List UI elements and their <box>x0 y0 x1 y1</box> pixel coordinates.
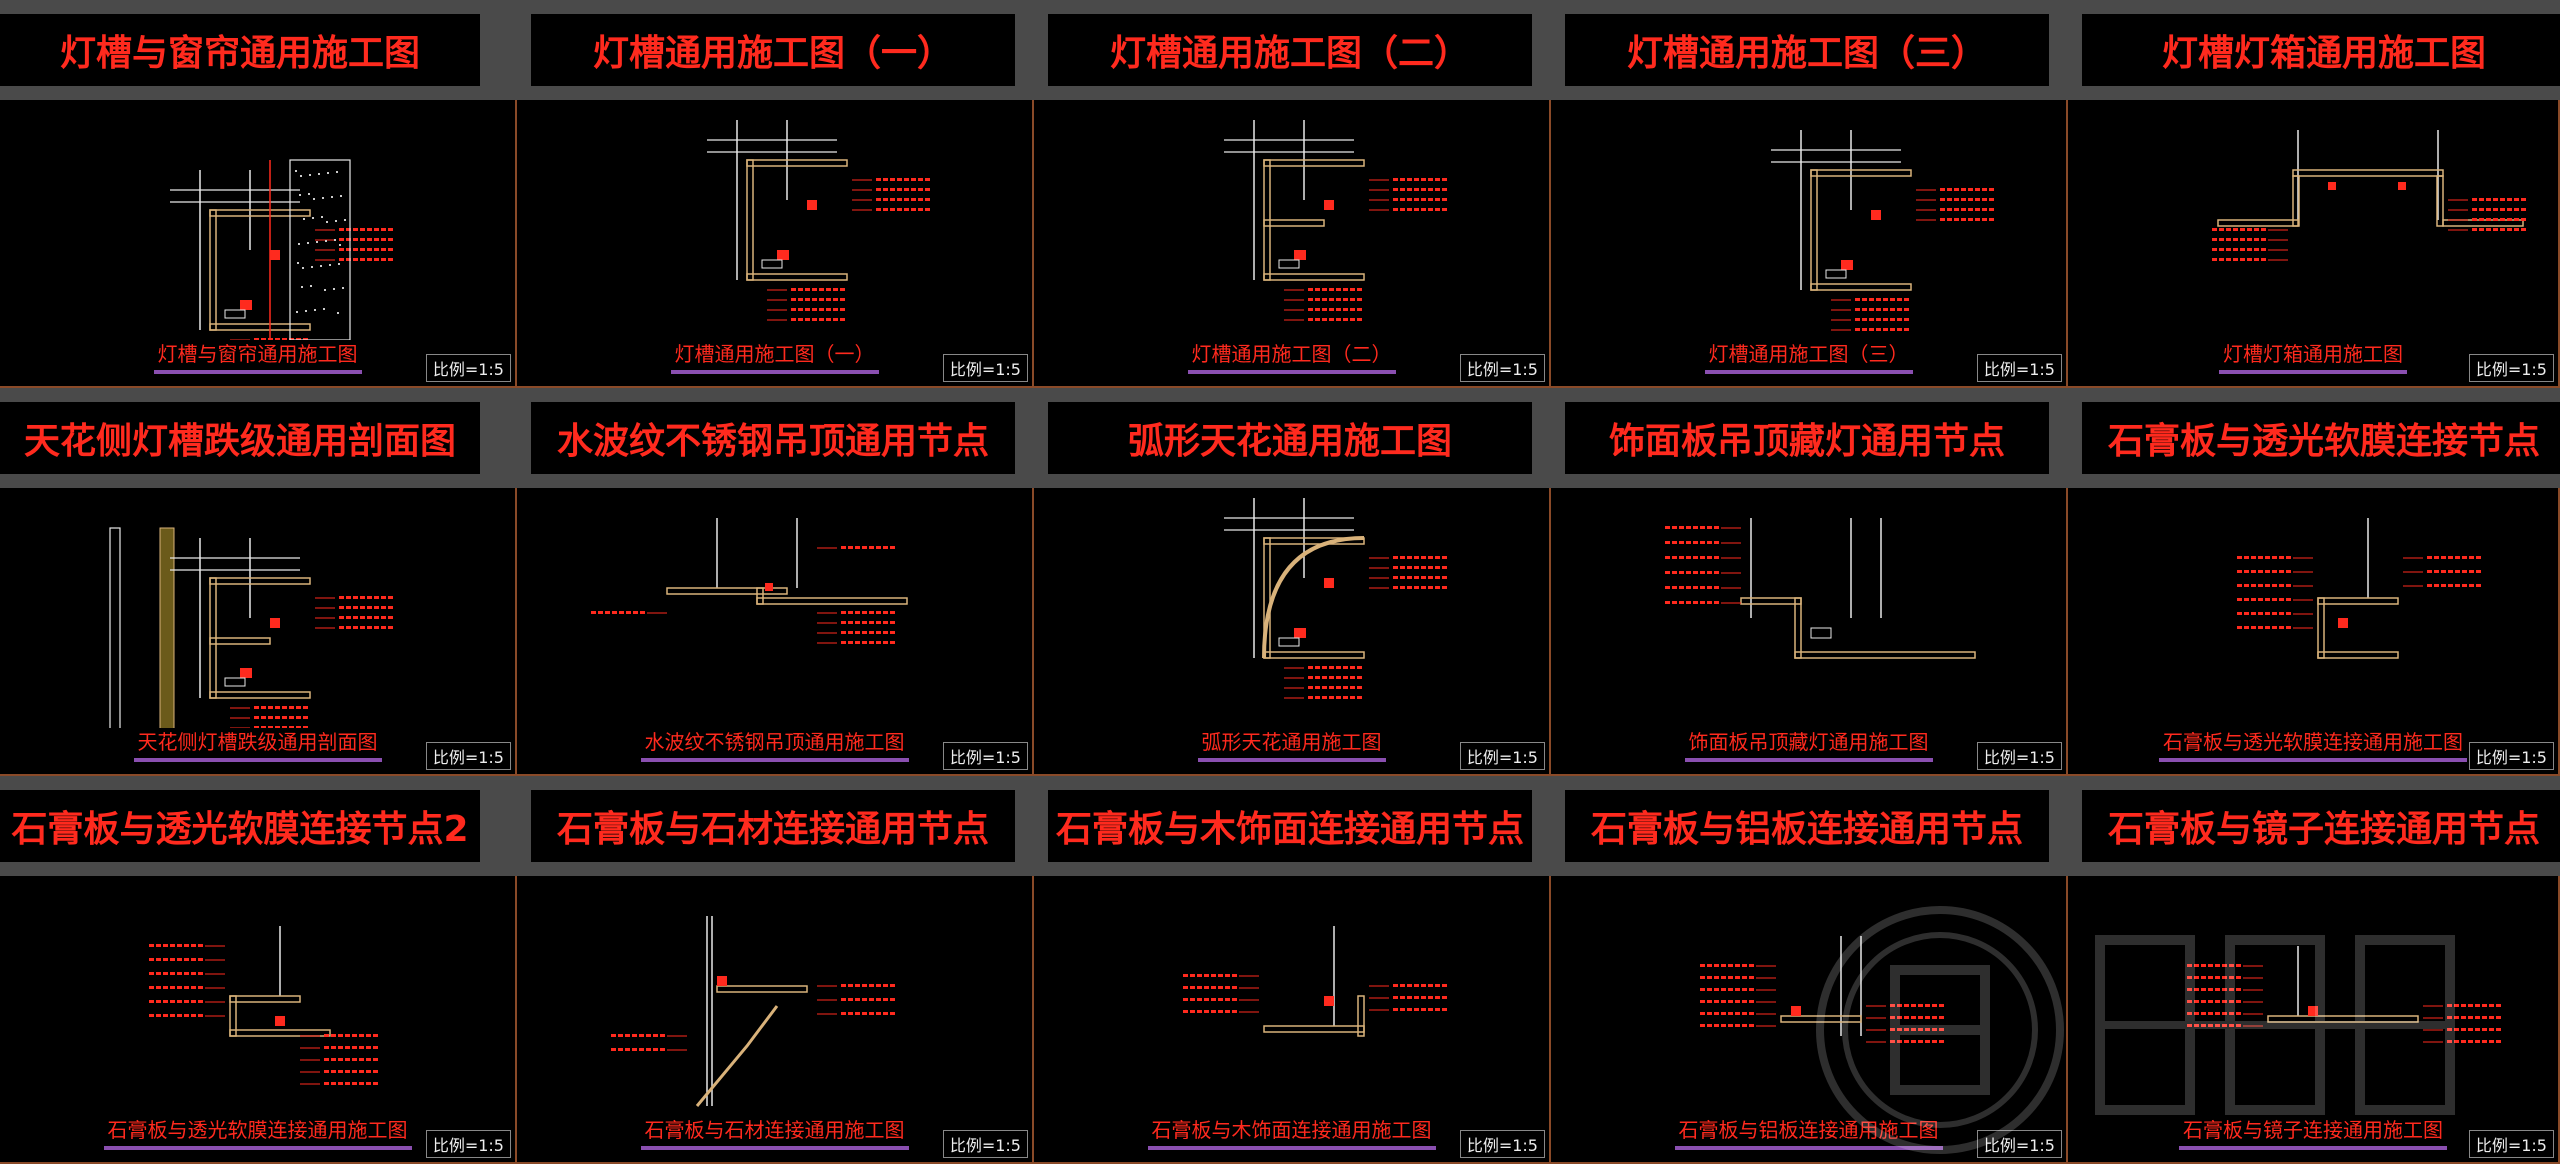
panel-caption-text: 灯槽与窗帘通用施工图 <box>153 338 362 374</box>
panel-caption: 石膏板与透光软膜连接通用施工图 <box>2068 726 2558 762</box>
cad-drawing-lightbox <box>2212 130 2526 261</box>
panel-caption-text: 石膏板与透光软膜连接通用施工图 <box>103 1114 412 1150</box>
panel-caption-text: 饰面板吊顶藏灯通用施工图 <box>1684 726 1933 762</box>
panel-caption-text: 灯槽通用施工图（一） <box>670 338 879 374</box>
cad-drawing-cove-1 <box>707 120 930 321</box>
scale-label: 比例=1:5 <box>942 742 1028 770</box>
scale-label: 比例=1:5 <box>2468 1130 2554 1158</box>
panel-caption-text: 灯槽通用施工图（三） <box>1704 338 1913 374</box>
cad-drawing-film-1 <box>2237 518 2481 659</box>
panel-caption: 水波纹不锈钢吊顶通用施工图 <box>517 726 1032 762</box>
drawing-panel-5[interactable]: 灯槽灯箱通用施工图 比例=1:5 <box>2068 100 2560 388</box>
scale-label: 比例=1:5 <box>1976 1130 2062 1158</box>
panel-title-7: 水波纹不锈钢吊顶通用节点 <box>531 402 1015 474</box>
drawing-panel-3[interactable]: 灯槽通用施工图（二） 比例=1:5 <box>1034 100 1551 388</box>
panel-title-11: 石膏板与透光软膜连接节点2 <box>0 790 480 862</box>
panel-caption: 灯槽通用施工图（三） <box>1551 338 2066 374</box>
panel-title-9: 饰面板吊顶藏灯通用节点 <box>1565 402 2049 474</box>
panel-caption-text: 水波纹不锈钢吊顶通用施工图 <box>640 726 909 762</box>
panel-caption: 灯槽通用施工图（一） <box>517 338 1032 374</box>
panel-caption: 灯槽通用施工图（二） <box>1034 338 1549 374</box>
panel-caption-text: 弧形天花通用施工图 <box>1197 726 1386 762</box>
panel-title-12: 石膏板与石材连接通用节点 <box>531 790 1015 862</box>
scale-label: 比例=1:5 <box>1976 354 2062 382</box>
cad-drawing-cove-2 <box>1224 120 1447 321</box>
panel-caption: 石膏板与镜子连接通用施工图 <box>2068 1114 2558 1150</box>
panel-caption: 石膏板与木饰面连接通用施工图 <box>1034 1114 1549 1150</box>
scale-label: 比例=1:5 <box>2468 742 2554 770</box>
cad-drawing-arc <box>1224 498 1447 699</box>
cad-drawing-mirror <box>2187 946 2501 1043</box>
drawing-panel-2[interactable]: 灯槽通用施工图（一） 比例=1:5 <box>517 100 1034 388</box>
scale-label: 比例=1:5 <box>425 742 511 770</box>
drawing-panel-4[interactable]: 灯槽通用施工图（三） 比例=1:5 <box>1551 100 2068 388</box>
panel-caption: 弧形天花通用施工图 <box>1034 726 1549 762</box>
drawing-panel-14[interactable]: 石膏板与铝板连接通用施工图 比例=1:5 <box>1551 876 2068 1164</box>
cad-drawing-cove-3 <box>1771 130 1994 331</box>
drawing-panel-12[interactable]: 石膏板与石材连接通用施工图 比例=1:5 <box>517 876 1034 1164</box>
panel-title-4: 灯槽通用施工图（三） <box>1565 14 2049 86</box>
scale-label: 比例=1:5 <box>1976 742 2062 770</box>
drawing-panel-10[interactable]: 石膏板与透光软膜连接通用施工图比例=1:5 <box>2068 488 2560 776</box>
cad-drawing-steel <box>591 518 908 644</box>
drawing-panel-11[interactable]: 石膏板与透光软膜连接通用施工图比例=1:5 <box>0 876 517 1164</box>
panel-title-13: 石膏板与木饰面连接通用节点 <box>1048 790 1532 862</box>
panel-caption-text: 灯槽通用施工图（二） <box>1187 338 1396 374</box>
panel-caption: 石膏板与石材连接通用施工图 <box>517 1114 1032 1150</box>
panel-caption-text: 石膏板与木饰面连接通用施工图 <box>1147 1114 1436 1150</box>
panel-caption-text: 石膏板与铝板连接通用施工图 <box>1674 1114 1943 1150</box>
cad-drawing-panel-light <box>1665 518 1976 659</box>
panel-caption: 石膏板与铝板连接通用施工图 <box>1551 1114 2066 1150</box>
drawing-panel-7[interactable]: 水波纹不锈钢吊顶通用施工图 比例=1:5 <box>517 488 1034 776</box>
panel-caption: 饰面板吊顶藏灯通用施工图 <box>1551 726 2066 762</box>
panel-caption: 灯槽灯箱通用施工图 <box>2068 338 2558 374</box>
panel-caption: 灯槽与窗帘通用施工图 <box>0 338 515 374</box>
scale-label: 比例=1:5 <box>1459 742 1545 770</box>
drawing-panel-6[interactable]: 天花侧灯槽跌级通用剖面图 比例=1:5 <box>0 488 517 776</box>
panel-title-5: 灯槽灯箱通用施工图 <box>2082 14 2560 86</box>
drawing-panel-9[interactable]: 饰面板吊顶藏灯通用施工图 比例=1:5 <box>1551 488 2068 776</box>
scale-label: 比例=1:5 <box>942 354 1028 382</box>
cad-drawing-window-cove <box>170 159 393 340</box>
panel-caption-text: 石膏板与透光软膜连接通用施工图 <box>2159 726 2467 762</box>
cad-drawing-stone <box>611 916 895 1107</box>
panel-caption-text: 灯槽灯箱通用施工图 <box>2219 338 2407 374</box>
drawing-panel-15[interactable]: 石膏板与镜子连接通用施工图比例=1:5 <box>2068 876 2560 1164</box>
cad-drawing-aluminum <box>1700 936 1944 1043</box>
scale-label: 比例=1:5 <box>1459 354 1545 382</box>
panel-title-6: 天花侧灯槽跌级通用剖面图 <box>0 402 480 474</box>
panel-title-2: 灯槽通用施工图（一） <box>531 14 1015 86</box>
scale-label: 比例=1:5 <box>425 354 511 382</box>
panel-title-10: 石膏板与透光软膜连接节点 <box>2082 402 2560 474</box>
panel-caption: 天花侧灯槽跌级通用剖面图 <box>0 726 515 762</box>
panel-caption-text: 天花侧灯槽跌级通用剖面图 <box>133 726 382 762</box>
cad-drawing-stepped <box>109 527 393 728</box>
panel-caption: 石膏板与透光软膜连接通用施工图 <box>0 1114 515 1150</box>
scale-label: 比例=1:5 <box>942 1130 1028 1158</box>
panel-title-14: 石膏板与铝板连接通用节点 <box>1565 790 2049 862</box>
scale-label: 比例=1:5 <box>2468 354 2554 382</box>
scale-label: 比例=1:5 <box>1459 1130 1545 1158</box>
drawing-panel-8[interactable]: 弧形天花通用施工图 比例=1:5 <box>1034 488 1551 776</box>
drawing-panel-13[interactable]: 石膏板与木饰面连接通用施工图比例=1:5 <box>1034 876 1551 1164</box>
panel-caption-text: 石膏板与石材连接通用施工图 <box>640 1114 909 1150</box>
panel-caption-text: 石膏板与镜子连接通用施工图 <box>2179 1114 2447 1150</box>
scale-label: 比例=1:5 <box>425 1130 511 1158</box>
panel-title-1: 灯槽与窗帘通用施工图 <box>0 14 480 86</box>
cad-drawing-film-2 <box>149 926 378 1085</box>
panel-title-3: 灯槽通用施工图（二） <box>1048 14 1532 86</box>
panel-title-15: 石膏板与镜子连接通用节点 <box>2082 790 2560 862</box>
cad-drawing-wood <box>1183 926 1447 1037</box>
drawing-panel-1[interactable]: 灯槽与窗帘通用施工图 比例=1:5 <box>0 100 517 388</box>
panel-title-8: 弧形天花通用施工图 <box>1048 402 1532 474</box>
